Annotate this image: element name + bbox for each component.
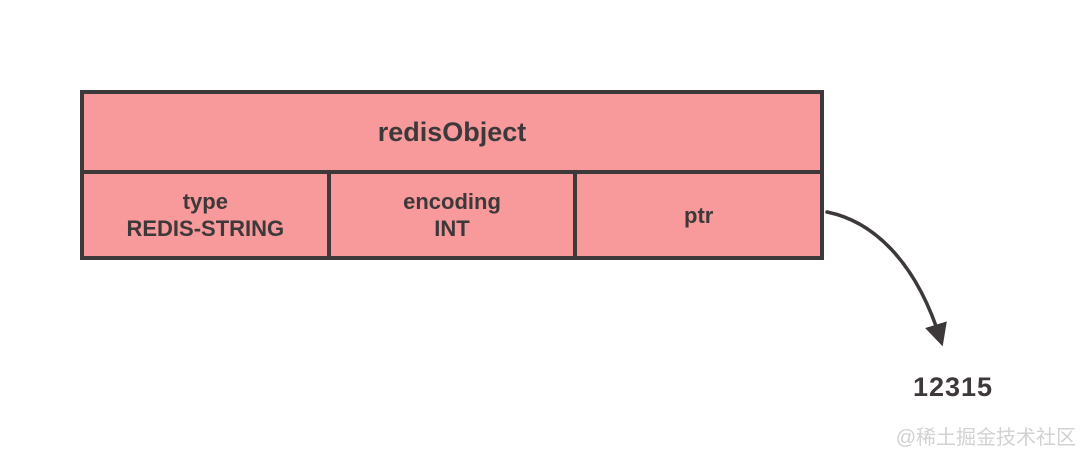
cell-encoding: encoding INT [326, 174, 574, 256]
cell-encoding-value: INT [434, 216, 470, 241]
cell-type-value: REDIS-STRING [126, 216, 285, 241]
pointer-target-value: 12315 [912, 372, 994, 402]
redis-object-title: redisObject [84, 94, 820, 174]
redis-object-fields-row: type REDIS-STRING encoding INT ptr [84, 174, 820, 256]
cell-type: type REDIS-STRING [84, 174, 327, 256]
cell-type-label: type [182, 189, 228, 214]
cell-ptr-label: ptr [684, 202, 714, 228]
watermark: @稀土掘金技术社区 [895, 427, 1076, 449]
redis-object-box: redisObject type REDIS-STRING encoding I… [80, 90, 824, 260]
cell-ptr: ptr [573, 174, 820, 256]
cell-encoding-label: encoding [403, 189, 501, 214]
pointer-arrow-curve [825, 210, 947, 347]
